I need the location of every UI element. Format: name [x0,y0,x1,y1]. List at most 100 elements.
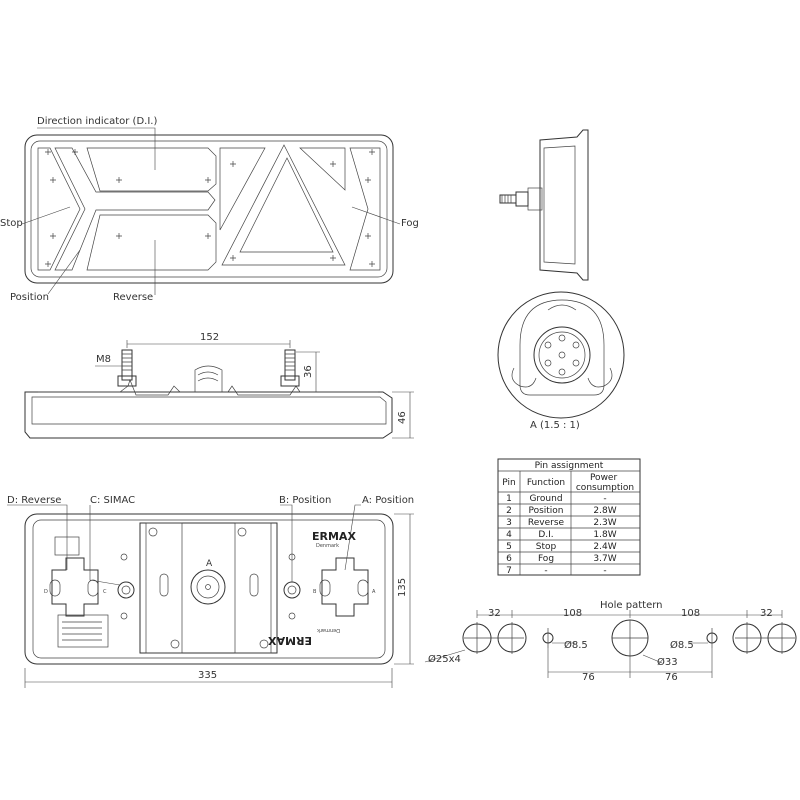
label-b-position: B: Position [279,495,331,506]
table-cell: 3 [506,518,512,528]
pin [558,368,566,376]
table-cell: 2.8W [593,506,616,516]
brand-sub-bottom: Denmark [317,627,340,633]
screw [259,639,269,649]
leader-center [642,654,663,664]
stop-leader [21,206,71,225]
rear-outline-outer [24,513,394,665]
rear-housing-line [38,378,378,396]
dim-right-gap: 32 [760,608,773,619]
label-position: Position [10,292,49,303]
pin [558,334,566,342]
leader-b [280,504,293,582]
mount-marks [45,149,375,267]
connector-socket [533,326,591,384]
table-cell: - [544,566,547,576]
dim-right-offset: 76 [665,672,678,683]
screw [170,639,180,649]
socket-left-lug [49,579,61,597]
leader-c [89,505,121,586]
table-frame [497,458,641,576]
table-cell: 5 [506,542,512,552]
hole-pattern-title: Hole pattern [600,600,663,611]
dim-width: 335 [198,670,217,681]
brand-sub-top: Denmark [316,543,339,549]
mounting-block-left [145,522,183,654]
socket-letter-c: C [103,589,107,595]
connector-lug-right [587,367,613,388]
position-leader [47,249,81,295]
stud-left [121,349,133,381]
small-hole [288,612,296,620]
small-hole [120,553,128,561]
socket-right-lug [357,579,369,597]
right-triangle-lens [299,147,346,191]
rear-outline-inner [32,519,386,659]
lamp-side-body [539,129,589,281]
position-lens [54,147,216,271]
rear-view: A ERMAX Denmark ERMAX Denmark D C B A D:… [7,495,414,688]
connector-lug-top [547,304,577,311]
table-cell: 2.4W [593,542,616,552]
mounting-block-right [234,522,272,654]
simac-socket [117,581,135,599]
hole-pattern: Hole pattern 32 108 108 32 Ø8.5 Ø8.5 Ø33… [424,600,797,683]
data-plate [57,614,109,648]
table-cell: 2.3W [593,518,616,528]
dim-ticks-152 [126,340,291,348]
pin [558,351,566,359]
stud-right [284,349,296,381]
socket-right-lug [319,579,331,597]
side-nut [515,191,529,207]
label-a-position: A: Position [362,495,414,506]
table-cell: - [603,566,606,576]
brand-logo-top: ERMAX [312,530,356,543]
connector-socket-inner [538,331,586,379]
table-cell: 6 [506,554,512,564]
position-socket-inner [287,585,297,595]
connector-detail: A (1.5 : 1) [497,291,625,431]
central-connector-pin [205,584,211,590]
label-fog: Fog [401,218,419,229]
socket-letter-a: A [372,589,376,595]
label-c-simac: C: SIMAC [90,495,135,506]
dim-stud-height: 36 [303,365,314,378]
dim-center-hole: Ø33 [657,656,678,668]
connector-lug-left [511,367,537,388]
slot-right [249,573,259,597]
table-cell: 2 [506,506,512,516]
connector-scale-label: A (1.5 : 1) [530,420,580,431]
connector-housing [519,299,605,396]
leader-d [7,504,68,570]
data-plate-lines [62,621,102,641]
socket-left [51,557,99,617]
table-cell: 1.8W [593,530,616,540]
simac-socket-inner [121,585,131,595]
leader-outer [424,649,466,663]
pin [544,359,552,367]
lamp-lens-inner [31,396,387,425]
lamp-outline-inner [30,140,388,278]
pin [544,341,552,349]
label-d-reverse: D: Reverse [7,495,61,506]
screw [148,527,158,537]
stud-left-thread [122,353,132,371]
lamp-side-inner [543,145,576,265]
mounting-frame [139,522,278,654]
table-cell: Reverse [528,518,565,528]
dim-ticks-335 [24,668,393,688]
label-direction-indicator: Direction indicator (D.I.) [37,116,157,127]
slot-left [159,573,169,597]
di-leader [37,127,156,170]
central-connector-inner [196,575,220,599]
dim-right-span: 108 [681,608,700,619]
reflector-triangle-inner [239,157,334,253]
table-title: Pin assignment [535,461,604,471]
left-triangle-lens [219,147,266,231]
fog-leader [351,206,401,225]
front-view: Direction indicator (D.I.) Stop Fog Posi… [0,116,419,303]
stop-lens [37,147,81,271]
dim-left-span: 108 [563,608,582,619]
